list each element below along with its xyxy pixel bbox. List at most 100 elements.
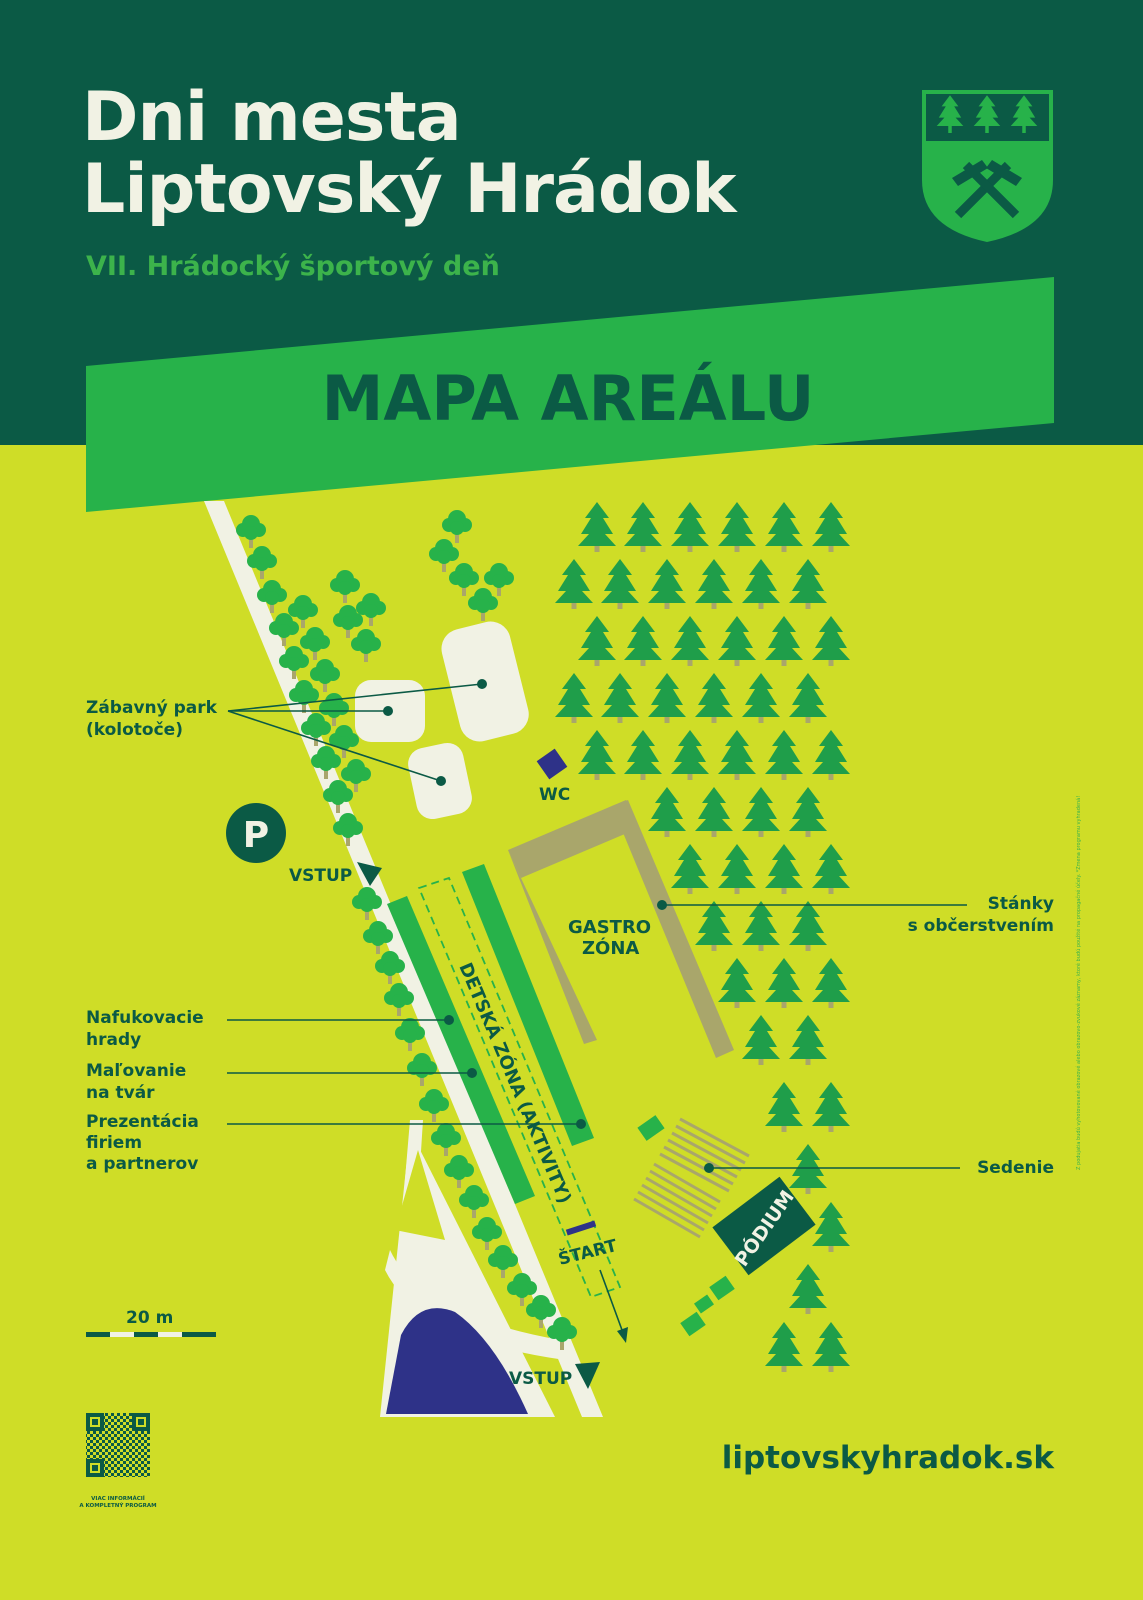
conifer-tree-icon [648,559,686,609]
deciduous-tree-icon [429,539,459,572]
vstup-bottom-label: VSTUP [509,1369,572,1389]
vstup-top-label: VSTUP [289,866,352,886]
gastro-label-2: ZÓNA [582,937,639,959]
presentation-label-2: firiem [86,1133,142,1153]
fun-park-areas [355,621,529,820]
conifer-tree-icon [648,673,686,723]
conifer-tree-icon [624,730,662,780]
title-line-1: Dni mesta [82,78,461,157]
deciduous-tree-icon [351,629,381,662]
start-label: ŠTART [556,1234,620,1270]
conifer-tree-icon [765,616,803,666]
face-painting-label-1: Maľovanie [86,1061,186,1081]
conifer-tree-icon [695,673,733,723]
conifer-tree-icon [812,1322,850,1372]
conifer-tree-icon [555,673,593,723]
stalls-label-1: Stánky [988,894,1054,914]
conifer-tree-icon [742,1015,780,1065]
coat-of-arms-trees-hammer-icon [922,90,1053,242]
conifer-tree-icon [742,673,780,723]
company-presentation-strip [462,864,594,1146]
conifer-tree-icon [812,1082,850,1132]
conifer-tree-icon [718,730,756,780]
deciduous-tree-icon [407,1053,437,1086]
conifer-tree-icon [601,559,639,609]
conifer-tree-icon [812,844,850,894]
conifer-tree-icon [695,901,733,951]
entrance-arrow-bottom-icon [575,1362,600,1389]
conifer-tree-icon [601,673,639,723]
conifer-tree-icon [578,502,616,552]
disclaimer-text: Z podujatia budú vyhotovované obrazové a… [1075,796,1082,1170]
conifer-tree-icon [718,616,756,666]
leader-lines [227,679,967,1173]
conifer-tree-icon [765,1322,803,1372]
road [204,501,603,1417]
gastro-label-1: GASTRO [568,917,651,938]
conifer-tree-icon [789,1144,827,1194]
road-island [395,1150,445,1240]
deciduous-tree-icon [459,1185,489,1218]
inflatable-label-1: Nafukovacie [86,1008,204,1028]
seating-benches [633,1117,750,1239]
qr-caption-2: A KOMPLETNÝ PROGRAM [79,1502,156,1509]
deciduous-tree-icon [472,1217,502,1250]
conifer-tree-icon [555,559,593,609]
children-zone-outline [417,876,622,1299]
face-painting-label-2: na tvár [86,1083,155,1103]
banner-shape [86,277,1054,512]
seating-label: Sedenie [977,1158,1054,1178]
conifer-tree-icon [671,502,709,552]
banner-title: MAPA AREÁLU [322,362,815,435]
qr-caption-1: VIAC INFORMÁCIÍ [91,1494,145,1502]
presentation-label-3: a partnerov [86,1154,198,1174]
website-url[interactable]: liptovskyhradok.sk [722,1440,1056,1476]
conifer-tree-icon [789,1015,827,1065]
start-arrow-icon [599,1269,628,1343]
stalls-label-2: s občerstvením [908,916,1054,936]
subtitle: VII. Hrádocký športový deň [86,251,500,282]
scale-bar [86,1332,216,1337]
deciduous-tree-icon [330,570,360,603]
title-line-2: Liptovský Hrádok [82,150,738,229]
conifer-tree-icon [812,616,850,666]
deciduous-tree-icon [419,1089,449,1122]
inflatable-label-2: hrady [86,1030,141,1050]
conifer-tree-icon [742,559,780,609]
conifer-tree-icon [695,787,733,837]
deciduous-tree-icon [310,659,340,692]
inflatable-castles-strip [387,896,535,1204]
stage-side-blocks [680,1275,735,1337]
conifer-tree-icon [695,559,733,609]
deciduous-tree-icon [431,1123,461,1156]
fun-park-label-2: (kolotoče) [86,720,183,740]
conifer-tree-icon [812,958,850,1008]
entrance-arrow-top-icon [357,862,382,886]
conifer-tree-icon [765,502,803,552]
gastro-zone-shape [508,800,734,1058]
conifer-tree-icon [789,901,827,951]
parking-icon: P [226,803,286,863]
conifer-tree-icon [765,844,803,894]
deciduous-tree-icon [444,1155,474,1188]
qr-code [86,1413,150,1477]
scale-label: 20 m [126,1308,173,1328]
deciduous-tree-icon [442,510,472,543]
presentation-label-1: Prezentácia [86,1112,199,1132]
pond [386,1308,528,1414]
conifer-tree-icon [671,730,709,780]
wc-icon [536,748,568,780]
conifer-tree-icon [789,673,827,723]
conifer-tree-icon [624,616,662,666]
conifer-tree-icon [812,1202,850,1252]
parking-label: P [243,815,269,856]
conifer-tree-icon [789,559,827,609]
conifer-tree-icon [812,730,850,780]
seating-block [637,1115,665,1141]
conifer-tree-icon [578,616,616,666]
conifer-tree-icon [812,502,850,552]
conifer-tree-icon [648,787,686,837]
conifer-tree-icon [671,616,709,666]
